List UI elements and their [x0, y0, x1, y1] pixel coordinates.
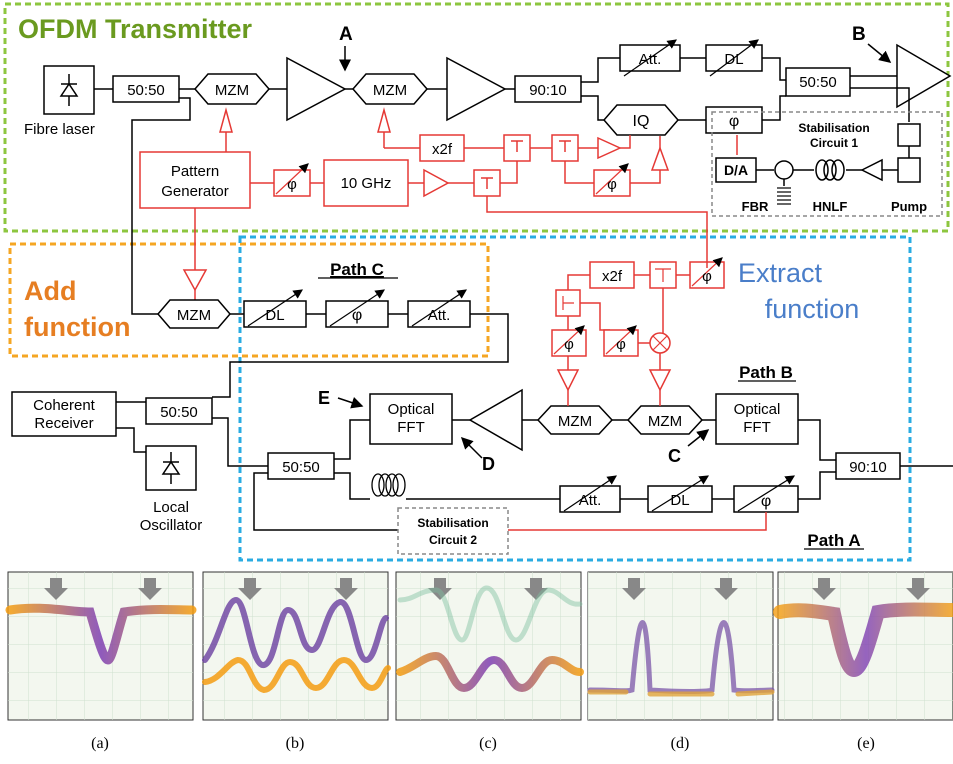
pattern-gen-line1: Pattern: [171, 163, 219, 180]
dl-add-label: DL: [265, 307, 284, 324]
fft1-line2: FFT: [397, 419, 425, 436]
att-ext-label: Att.: [579, 492, 602, 509]
splitter-tx2-label: 50:50: [799, 74, 837, 91]
phi-add-label: φ: [352, 307, 362, 324]
hnlf-label: HNLF: [813, 199, 848, 214]
fbr-label: FBR: [742, 199, 769, 214]
scope-traces: [5, 585, 953, 697]
extract-title-line2: function: [765, 294, 860, 324]
stab2-line2: Circuit 2: [429, 533, 477, 547]
lo-line1: Local: [153, 499, 189, 516]
fft2-line1: Optical: [734, 401, 781, 418]
path-b-label: Path B: [739, 363, 793, 382]
fbr-grating-icon: [777, 187, 791, 205]
mzm2-label: MZM: [373, 82, 407, 99]
fibre-laser-label: Fibre laser: [24, 121, 95, 138]
coherent-line2: Receiver: [34, 415, 93, 432]
panel-c-caption: (c): [479, 735, 497, 752]
iq-label: IQ: [633, 113, 650, 130]
mzm-ext1-label: MZM: [558, 413, 592, 430]
da-label: D/A: [724, 162, 748, 178]
path-c-label: Path C: [330, 260, 384, 279]
path-a-label: Path A: [807, 531, 860, 550]
phi-ext-rf1-label: φ: [702, 268, 712, 285]
phi-ext-rf3-label: φ: [616, 336, 626, 353]
phi-rf1-label: φ: [287, 176, 297, 193]
phi-ext-label: φ: [761, 493, 771, 510]
x2f-ext-label: x2f: [602, 268, 623, 285]
fft2-line2: FFT: [743, 419, 771, 436]
phi-tx-label: φ: [729, 113, 739, 130]
coherent-line1: Coherent: [33, 397, 96, 414]
point-c-label: C: [668, 446, 681, 466]
add-section: [8, 242, 490, 358]
coupler-ext-label: 90:10: [849, 459, 887, 476]
stab1-box: [711, 111, 943, 217]
laser-diode-icon: [59, 74, 79, 106]
local-oscillator-icon: [161, 452, 181, 484]
att-tx-label: Att.: [639, 51, 662, 68]
lo-line2: Oscillator: [140, 517, 203, 534]
dl-ext-label: DL: [670, 492, 689, 509]
point-e-label: E: [318, 388, 330, 408]
ghz-label: 10 GHz: [341, 175, 392, 192]
panel-d-caption: (d): [671, 735, 690, 752]
stab2-line1: Stabilisation: [417, 516, 488, 530]
splitter-rx-label: 50:50: [160, 404, 198, 421]
transmitter-title: OFDM Transmitter: [18, 14, 253, 44]
coupler-tx-label: 90:10: [529, 82, 567, 99]
dl-tx-label: DL: [724, 51, 743, 68]
marker-arrows: [44, 578, 930, 600]
x2f-tx-label: x2f: [432, 141, 453, 158]
pattern-gen-line2: Generator: [161, 183, 229, 200]
mzm-add-label: MZM: [177, 307, 211, 324]
point-b-label: B: [852, 24, 866, 45]
stab1-line2: Circuit 1: [810, 136, 858, 150]
panel-b-caption: (b): [286, 735, 305, 752]
extract-title-line1: Extract: [738, 258, 823, 288]
point-a-label: A: [339, 24, 353, 45]
stab2-box: [397, 507, 509, 555]
fibre-coil-icon: [371, 473, 406, 497]
panel-e-caption: (e): [857, 735, 875, 752]
add-title-line2: function: [24, 312, 130, 342]
splitter-ext-label: 50:50: [282, 459, 320, 476]
extract-section: [238, 235, 912, 562]
phi-rf2-label: φ: [607, 176, 617, 193]
phi-ext-rf2-label: φ: [564, 336, 574, 353]
splitter-tx-label: 50:50: [127, 82, 165, 99]
panel-a-caption: (a): [91, 735, 109, 752]
stab1-line1: Stabilisation: [798, 121, 869, 135]
fft1-line1: Optical: [388, 401, 435, 418]
add-title-line1: Add: [24, 276, 76, 306]
mzm1-label: MZM: [215, 82, 249, 99]
mzm-ext2-label: MZM: [648, 413, 682, 430]
transmitter-section: [3, 2, 950, 233]
point-d-label: D: [482, 454, 495, 474]
pump-label: Pump: [891, 199, 927, 214]
att-add-label: Att.: [428, 307, 451, 324]
